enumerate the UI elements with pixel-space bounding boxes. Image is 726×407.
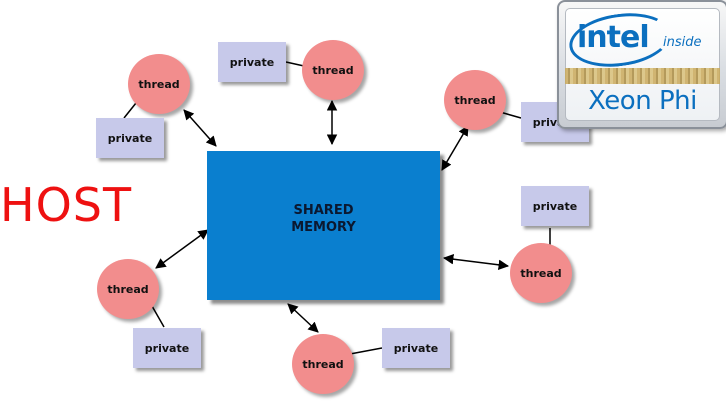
arrow-thread-4-memory — [442, 253, 510, 271]
thread-node-4: thread — [510, 243, 572, 303]
link-private-thread-6 — [349, 347, 383, 355]
private-box-6: private — [382, 328, 450, 368]
shared-memory-label: SHARED MEMORY — [291, 202, 356, 236]
intel-brand-text: intel — [577, 20, 650, 55]
arrow-thread-3-memory — [441, 125, 469, 171]
arrow-thread-1-memory — [183, 109, 217, 147]
arrow-thread-5-memory — [155, 229, 209, 269]
xeon-phi-product-text: Xeon Phi — [588, 86, 697, 116]
link-private-thread-3 — [499, 111, 522, 119]
host-label: HOST — [0, 178, 133, 232]
link-private-thread-2 — [285, 61, 305, 67]
link-private-thread-5 — [151, 305, 165, 328]
shared-memory-line-1: SHARED — [293, 202, 354, 218]
intel-xeon-phi-logo: intel inside Xeon Phi — [557, 0, 726, 129]
badge-chip-band — [565, 68, 720, 84]
intel-inside-text: inside — [663, 35, 702, 50]
private-box-4: private — [521, 186, 589, 226]
thread-node-2: thread — [302, 40, 364, 100]
thread-node-3: thread — [444, 70, 506, 130]
thread-node-6: thread — [292, 334, 354, 394]
private-box-5: private — [133, 328, 201, 368]
private-box-1: private — [96, 118, 164, 158]
thread-node-1: thread — [128, 54, 190, 114]
arrow-thread-6-memory — [287, 303, 319, 333]
badge-inner-panel — [565, 8, 720, 121]
thread-node-5: thread — [97, 259, 159, 319]
shared-memory-line-2: MEMORY — [291, 219, 356, 235]
shared-memory-box: SHARED MEMORY — [207, 151, 440, 300]
private-box-2: private — [218, 42, 286, 82]
